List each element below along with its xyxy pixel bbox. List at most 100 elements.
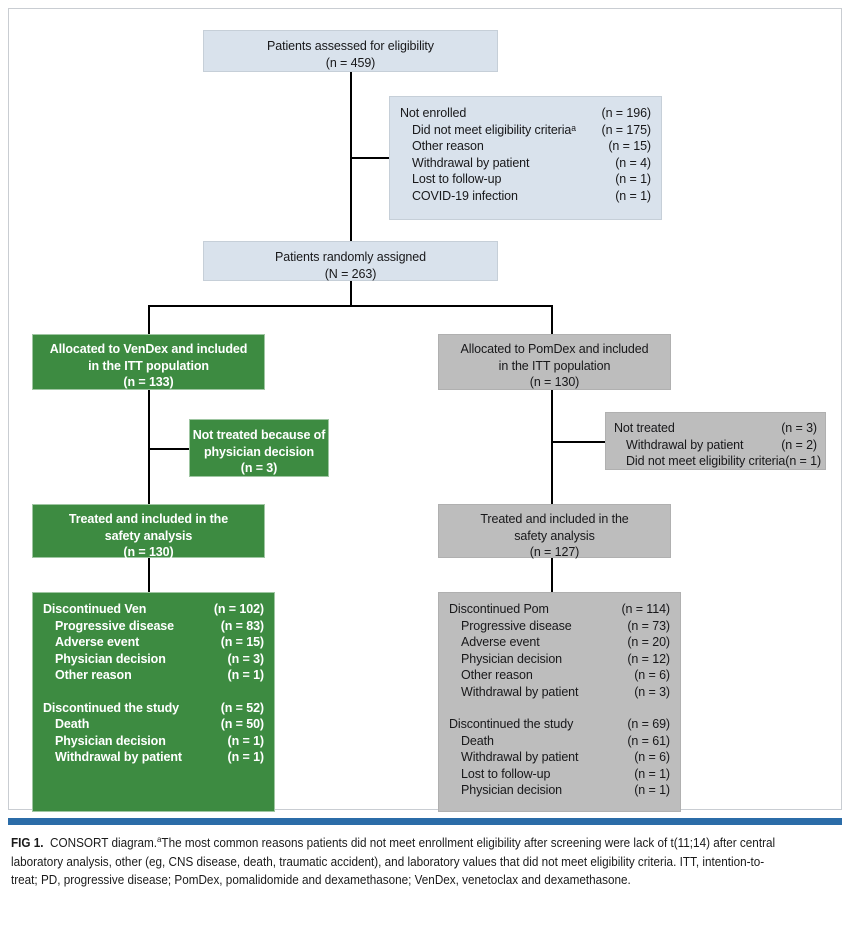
not-treated-left-line2: physician decision — [203, 444, 315, 459]
count: (n = 175) — [601, 122, 652, 137]
count: (n = 6) — [634, 668, 670, 682]
count: (n = 15) — [608, 139, 651, 153]
node-discontinued-left: Discontinued Ven (n = 102) Progressive d… — [32, 592, 275, 812]
node-patients-assessed: Patients assessed for eligibility (n = 4… — [203, 30, 498, 72]
disc-right-group2-title-row: Discontinued the study (n = 69) — [449, 716, 670, 733]
disc-left-group1-title-row: Discontinued Ven (n = 102) — [43, 601, 264, 618]
disc-left-group2-count: (n = 52) — [220, 700, 264, 715]
caption-body: The most common reasons patients did not… — [11, 836, 776, 888]
not-treated-left-line3: (n = 3) — [240, 461, 278, 475]
connector-split-left-drop — [148, 305, 150, 335]
count: (n = 20) — [627, 635, 670, 649]
node-allocated-pomdex: Allocated to PomDex and included in the … — [438, 334, 671, 390]
label: Death — [461, 733, 494, 748]
safety-left-line1: Treated and included in the — [68, 512, 229, 526]
disc-right-group2-count: (n = 69) — [627, 717, 670, 731]
label: Adverse event — [55, 635, 140, 649]
caption-footnote-marker: a — [157, 834, 162, 844]
node-safety-left: Treated and included in the safety analy… — [32, 504, 265, 559]
count: (n = 3) — [634, 684, 670, 699]
count: (n = 1) — [634, 783, 670, 797]
node-not-enrolled: Not enrolled (n = 196) Did not meet elig… — [389, 96, 662, 220]
connector-left-safety-to-disc — [148, 557, 150, 593]
disc-left-g2-item-1: Physician decision (n = 1) — [43, 733, 264, 750]
disc-left-group1-title: Discontinued Ven — [43, 602, 147, 616]
disc-right-group1-count: (n = 114) — [621, 602, 670, 616]
node-discontinued-right: Discontinued Pom (n = 114) Progressive d… — [438, 592, 681, 812]
alloc-right-line2: in the ITT population — [498, 358, 611, 373]
figure-label: FIG 1. — [11, 836, 44, 851]
label: Physician decision — [55, 733, 166, 748]
disc-right-group2-title: Discontinued the study — [449, 717, 574, 731]
connector-left-alloc-to-safety — [148, 389, 150, 506]
not-treated-right-item-0: Withdrawal by patient (n = 2) — [614, 437, 817, 454]
node-not-treated-right: Not treated (n = 3) Withdrawal by patien… — [605, 412, 826, 470]
not-enrolled-item-1: Other reason (n = 15) — [400, 138, 651, 155]
alloc-left-line1: Allocated to VenDex and included — [49, 342, 248, 356]
label: Withdrawal by patient — [461, 750, 579, 764]
not-enrolled-title-row: Not enrolled (n = 196) — [400, 105, 651, 122]
disc-right-group1-title-row: Discontinued Pom (n = 114) — [449, 601, 670, 618]
label: Physician decision — [461, 651, 563, 666]
count: (n = 2) — [781, 437, 817, 452]
not-enrolled-item-3: Lost to follow-up (n = 1) — [400, 171, 651, 188]
label: Did not meet eligibility criteria — [626, 454, 786, 468]
label: Progressive disease — [55, 618, 175, 633]
disc-right-g1-item-2: Physician decision (n = 12) — [449, 651, 670, 668]
label: Withdrawal by patient — [626, 437, 744, 452]
connector-allocation-split — [148, 305, 553, 307]
node-patients-randomized: Patients randomly assigned (N = 263) — [203, 241, 498, 281]
disc-left-group2-title-row: Discontinued the study (n = 52) — [43, 700, 264, 717]
label: Lost to follow-up — [461, 766, 551, 781]
label: Death — [55, 717, 90, 731]
count: (n = 83) — [220, 618, 264, 633]
label: Did not meet eligibility criteriaᵃ — [412, 122, 576, 137]
not-enrolled-title-count: (n = 196) — [601, 106, 652, 120]
not-treated-left-line1: Not treated because of — [192, 428, 326, 442]
label: Physician decision — [55, 651, 166, 666]
count: (n = 4) — [615, 155, 651, 170]
node-patients-assessed-line1: Patients assessed for eligibility — [267, 39, 434, 53]
count: (n = 1) — [634, 766, 670, 781]
not-enrolled-title: Not enrolled — [400, 106, 467, 120]
safety-right-line1: Treated and included in the — [480, 512, 629, 526]
disc-left-group2-title: Discontinued the study — [43, 700, 180, 715]
connector-to-not-enrolled — [350, 157, 390, 159]
disc-left-g1-item-2: Physician decision (n = 3) — [43, 651, 264, 668]
disc-right-g1-item-3: Other reason (n = 6) — [449, 667, 670, 684]
disc-left-g1-item-3: Other reason (n = 1) — [43, 667, 264, 684]
node-randomized-line2: (N = 263) — [324, 266, 377, 281]
label: Other reason — [412, 139, 484, 153]
count: (n = 73) — [627, 618, 670, 633]
node-not-treated-left: Not treated because of physician decisio… — [189, 419, 329, 477]
count: (n = 61) — [627, 733, 670, 748]
figure-caption: FIG 1. CONSORT diagram.aThe most common … — [11, 830, 785, 890]
alloc-left-line3: (n = 133) — [123, 375, 174, 389]
label: Withdrawal by patient — [55, 750, 182, 764]
label: Other reason — [55, 668, 132, 682]
caption-lead: CONSORT diagram. — [50, 836, 158, 851]
disc-left-spacer — [43, 684, 264, 700]
disc-right-g1-item-4: Withdrawal by patient (n = 3) — [449, 684, 670, 701]
disc-right-g2-item-3: Physician decision (n = 1) — [449, 782, 670, 799]
alloc-left-line2: in the ITT population — [88, 358, 209, 373]
disc-left-g2-item-2: Withdrawal by patient (n = 1) — [43, 749, 264, 766]
count: (n = 1) — [615, 188, 651, 203]
not-treated-right-title: Not treated — [614, 421, 675, 435]
label: Withdrawal by patient — [461, 684, 579, 699]
connector-left-to-not-treated — [148, 448, 189, 450]
count: (n = 1) — [785, 454, 822, 468]
label: Progressive disease — [461, 618, 572, 633]
disc-right-g2-item-1: Withdrawal by patient (n = 6) — [449, 749, 670, 766]
count: (n = 1) — [227, 668, 265, 682]
count: (n = 3) — [227, 651, 265, 666]
count: (n = 1) — [227, 750, 265, 764]
safety-right-line3: (n = 127) — [529, 545, 580, 559]
disc-left-group1-count: (n = 102) — [213, 602, 264, 616]
disc-right-g1-item-1: Adverse event (n = 20) — [449, 634, 670, 651]
connector-right-to-not-treated — [551, 441, 605, 443]
disc-right-g2-item-0: Death (n = 61) — [449, 733, 670, 750]
count: (n = 6) — [634, 750, 670, 764]
count: (n = 50) — [220, 717, 264, 731]
